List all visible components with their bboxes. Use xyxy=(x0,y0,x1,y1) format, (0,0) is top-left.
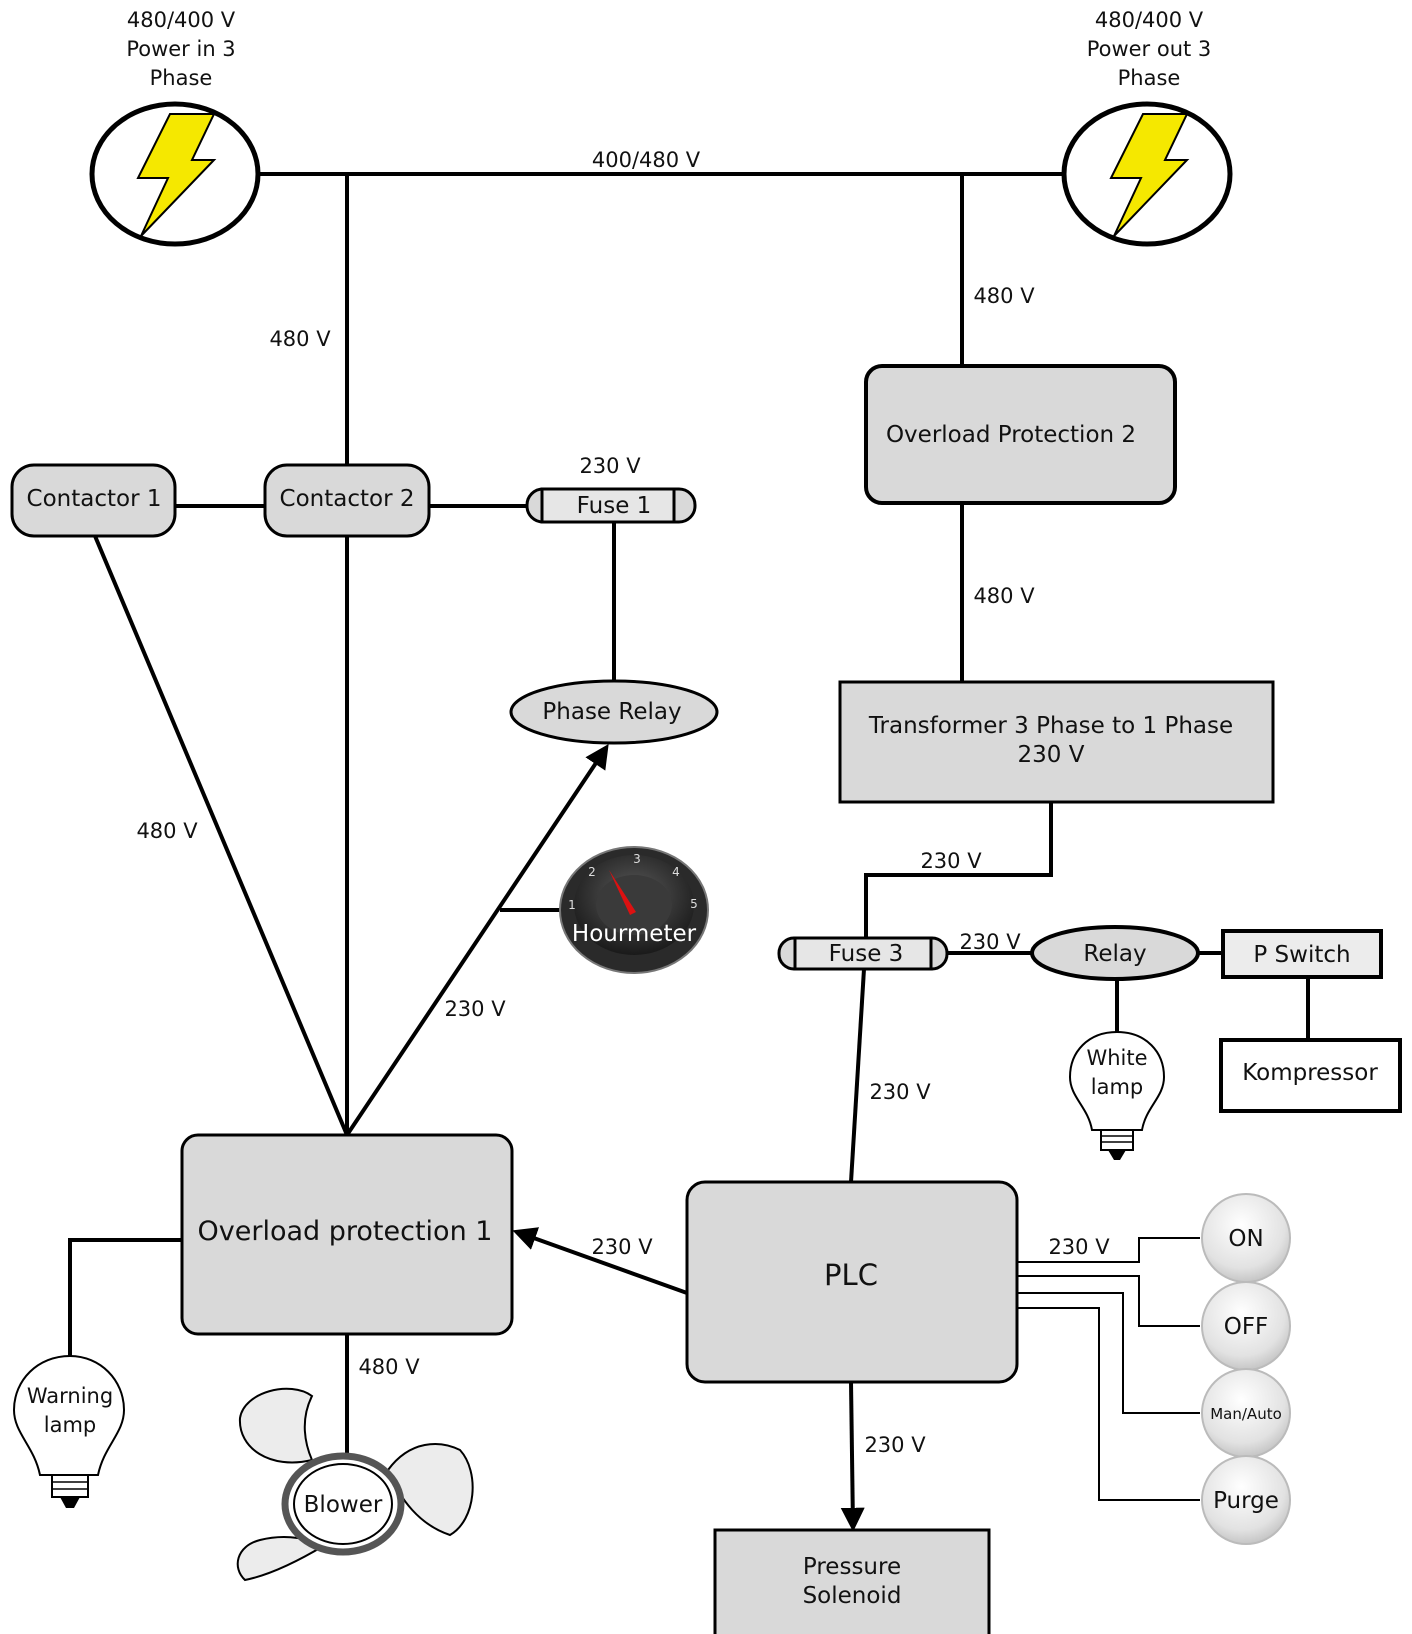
hourmeter-tick-4: 4 xyxy=(672,865,680,879)
solenoid-voltage-label: 230 V xyxy=(864,1433,926,1457)
label-line: 480/400 V xyxy=(1095,8,1204,32)
kompressor: Kompressor xyxy=(1219,1038,1402,1113)
label-line: White xyxy=(1086,1046,1147,1070)
contactor-1: Contactor 1 xyxy=(10,463,177,538)
label-line: Power out 3 xyxy=(1087,37,1212,61)
hourmeter-tick-5: 5 xyxy=(690,897,698,911)
svg-text:P Switch: P Switch xyxy=(1253,942,1350,968)
svg-text:Overload Protection 2: Overload Protection 2 xyxy=(886,422,1136,448)
lightning-bolt-icon xyxy=(136,113,217,237)
label-line: Power in 3 xyxy=(126,37,235,61)
p-switch: P Switch xyxy=(1221,929,1383,979)
hourmeter-tick-1: 1 xyxy=(568,898,576,912)
fuse3-relay-voltage-label: 230 V xyxy=(959,930,1021,954)
transformer: Transformer 3 Phase to 1 Phase 230 V xyxy=(838,680,1275,804)
svg-text:Overload protection 1: Overload protection 1 xyxy=(198,1216,493,1247)
transformer-label: Transformer 3 Phase to 1 Phase 230 V xyxy=(868,713,1233,768)
power-in-label: 480/400 V Power in 3 Phase xyxy=(126,8,235,90)
hourmeter-tick-3: 3 xyxy=(633,852,641,866)
label-line: Transformer 3 Phase to 1 Phase xyxy=(868,713,1233,739)
power-in-source xyxy=(89,101,261,247)
label-line: Warning xyxy=(27,1384,113,1408)
white-lamp-label: White lamp xyxy=(1086,1046,1147,1099)
op2-transformer-voltage-label: 480 V xyxy=(973,584,1035,608)
plc-op1-voltage-label: 230 V xyxy=(591,1235,653,1259)
plc: PLC xyxy=(685,1180,1019,1384)
svg-text:Fuse 3: Fuse 3 xyxy=(829,941,904,967)
relay: Relay xyxy=(1030,925,1200,981)
label-line: 230 V xyxy=(1018,742,1085,768)
wires xyxy=(68,172,1310,1532)
svg-text:Blower: Blower xyxy=(304,1492,383,1518)
svg-text:OFF: OFF xyxy=(1224,1314,1269,1340)
fuse1-voltage-label: 230 V xyxy=(579,454,641,478)
label-line: lamp xyxy=(1091,1075,1144,1099)
svg-text:Phase Relay: Phase Relay xyxy=(542,699,681,725)
svg-text:Purge: Purge xyxy=(1213,1488,1279,1514)
fuse3-plc-voltage-label: 230 V xyxy=(869,1080,931,1104)
overload-protection-1: Overload protection 1 xyxy=(180,1133,514,1336)
phase-relay: Phase Relay xyxy=(509,679,719,745)
hourmeter: 1 2 3 4 5 Hourmeter xyxy=(559,846,709,974)
fuse-3: Fuse 3 xyxy=(777,936,949,971)
fan-icon xyxy=(236,1387,474,1582)
svg-text:Fuse 1: Fuse 1 xyxy=(577,493,652,519)
svg-text:PLC: PLC xyxy=(824,1258,878,1292)
svg-text:Contactor 2: Contactor 2 xyxy=(280,486,415,512)
overload-protection-2: Overload Protection 2 xyxy=(864,364,1177,505)
lightning-bolt-icon xyxy=(1109,113,1190,237)
contactor1-line-voltage-label: 480 V xyxy=(136,819,198,843)
power-out-source xyxy=(1061,101,1233,247)
label-line: Phase xyxy=(1118,66,1181,90)
svg-text:Hourmeter: Hourmeter xyxy=(572,921,697,947)
blower-voltage-label: 480 V xyxy=(358,1355,420,1379)
svg-text:ON: ON xyxy=(1228,1226,1263,1252)
purge-button[interactable]: Purge xyxy=(1201,1455,1291,1545)
svg-text:Kompressor: Kompressor xyxy=(1242,1060,1378,1086)
plc-buttons: ON OFF Man/Auto Purge xyxy=(1201,1193,1291,1545)
label-line: Solenoid xyxy=(803,1583,902,1609)
label-line: Pressure xyxy=(803,1554,901,1580)
left-feed-voltage-label: 480 V xyxy=(269,327,331,351)
svg-text:Man/Auto: Man/Auto xyxy=(1210,1405,1282,1423)
bus-voltage-label: 400/480 V xyxy=(592,148,701,172)
label-line: Phase xyxy=(150,66,213,90)
contactor-2: Contactor 2 xyxy=(263,463,431,538)
warning-lamp-label: Warning lamp xyxy=(27,1384,113,1437)
voltage-labels: 400/480 V 480 V 480 V 480 V 230 V 480 V … xyxy=(136,148,1110,1457)
hourmeter-tick-2: 2 xyxy=(588,865,596,879)
fuse-1: Fuse 1 xyxy=(525,487,697,524)
relay-line-voltage-label: 230 V xyxy=(444,997,506,1021)
hourmeter-needle xyxy=(609,870,636,915)
off-button[interactable]: OFF xyxy=(1201,1281,1291,1371)
warning-lamp: Warning lamp xyxy=(12,1354,126,1508)
label-line: 480/400 V xyxy=(127,8,236,32)
man-auto-button[interactable]: Man/Auto xyxy=(1201,1368,1291,1458)
on-button[interactable]: ON xyxy=(1201,1193,1291,1283)
white-lamp: White lamp xyxy=(1068,1030,1166,1160)
right-feed-voltage-label: 480 V xyxy=(973,284,1035,308)
svg-text:Contactor 1: Contactor 1 xyxy=(27,486,162,512)
blower: Blower xyxy=(236,1387,474,1582)
plc-buttons-voltage-label: 230 V xyxy=(1048,1235,1110,1259)
svg-text:Relay: Relay xyxy=(1083,941,1146,967)
transformer-out-voltage-label: 230 V xyxy=(920,849,982,873)
power-out-label: 480/400 V Power out 3 Phase xyxy=(1087,8,1212,90)
label-line: lamp xyxy=(44,1413,97,1437)
